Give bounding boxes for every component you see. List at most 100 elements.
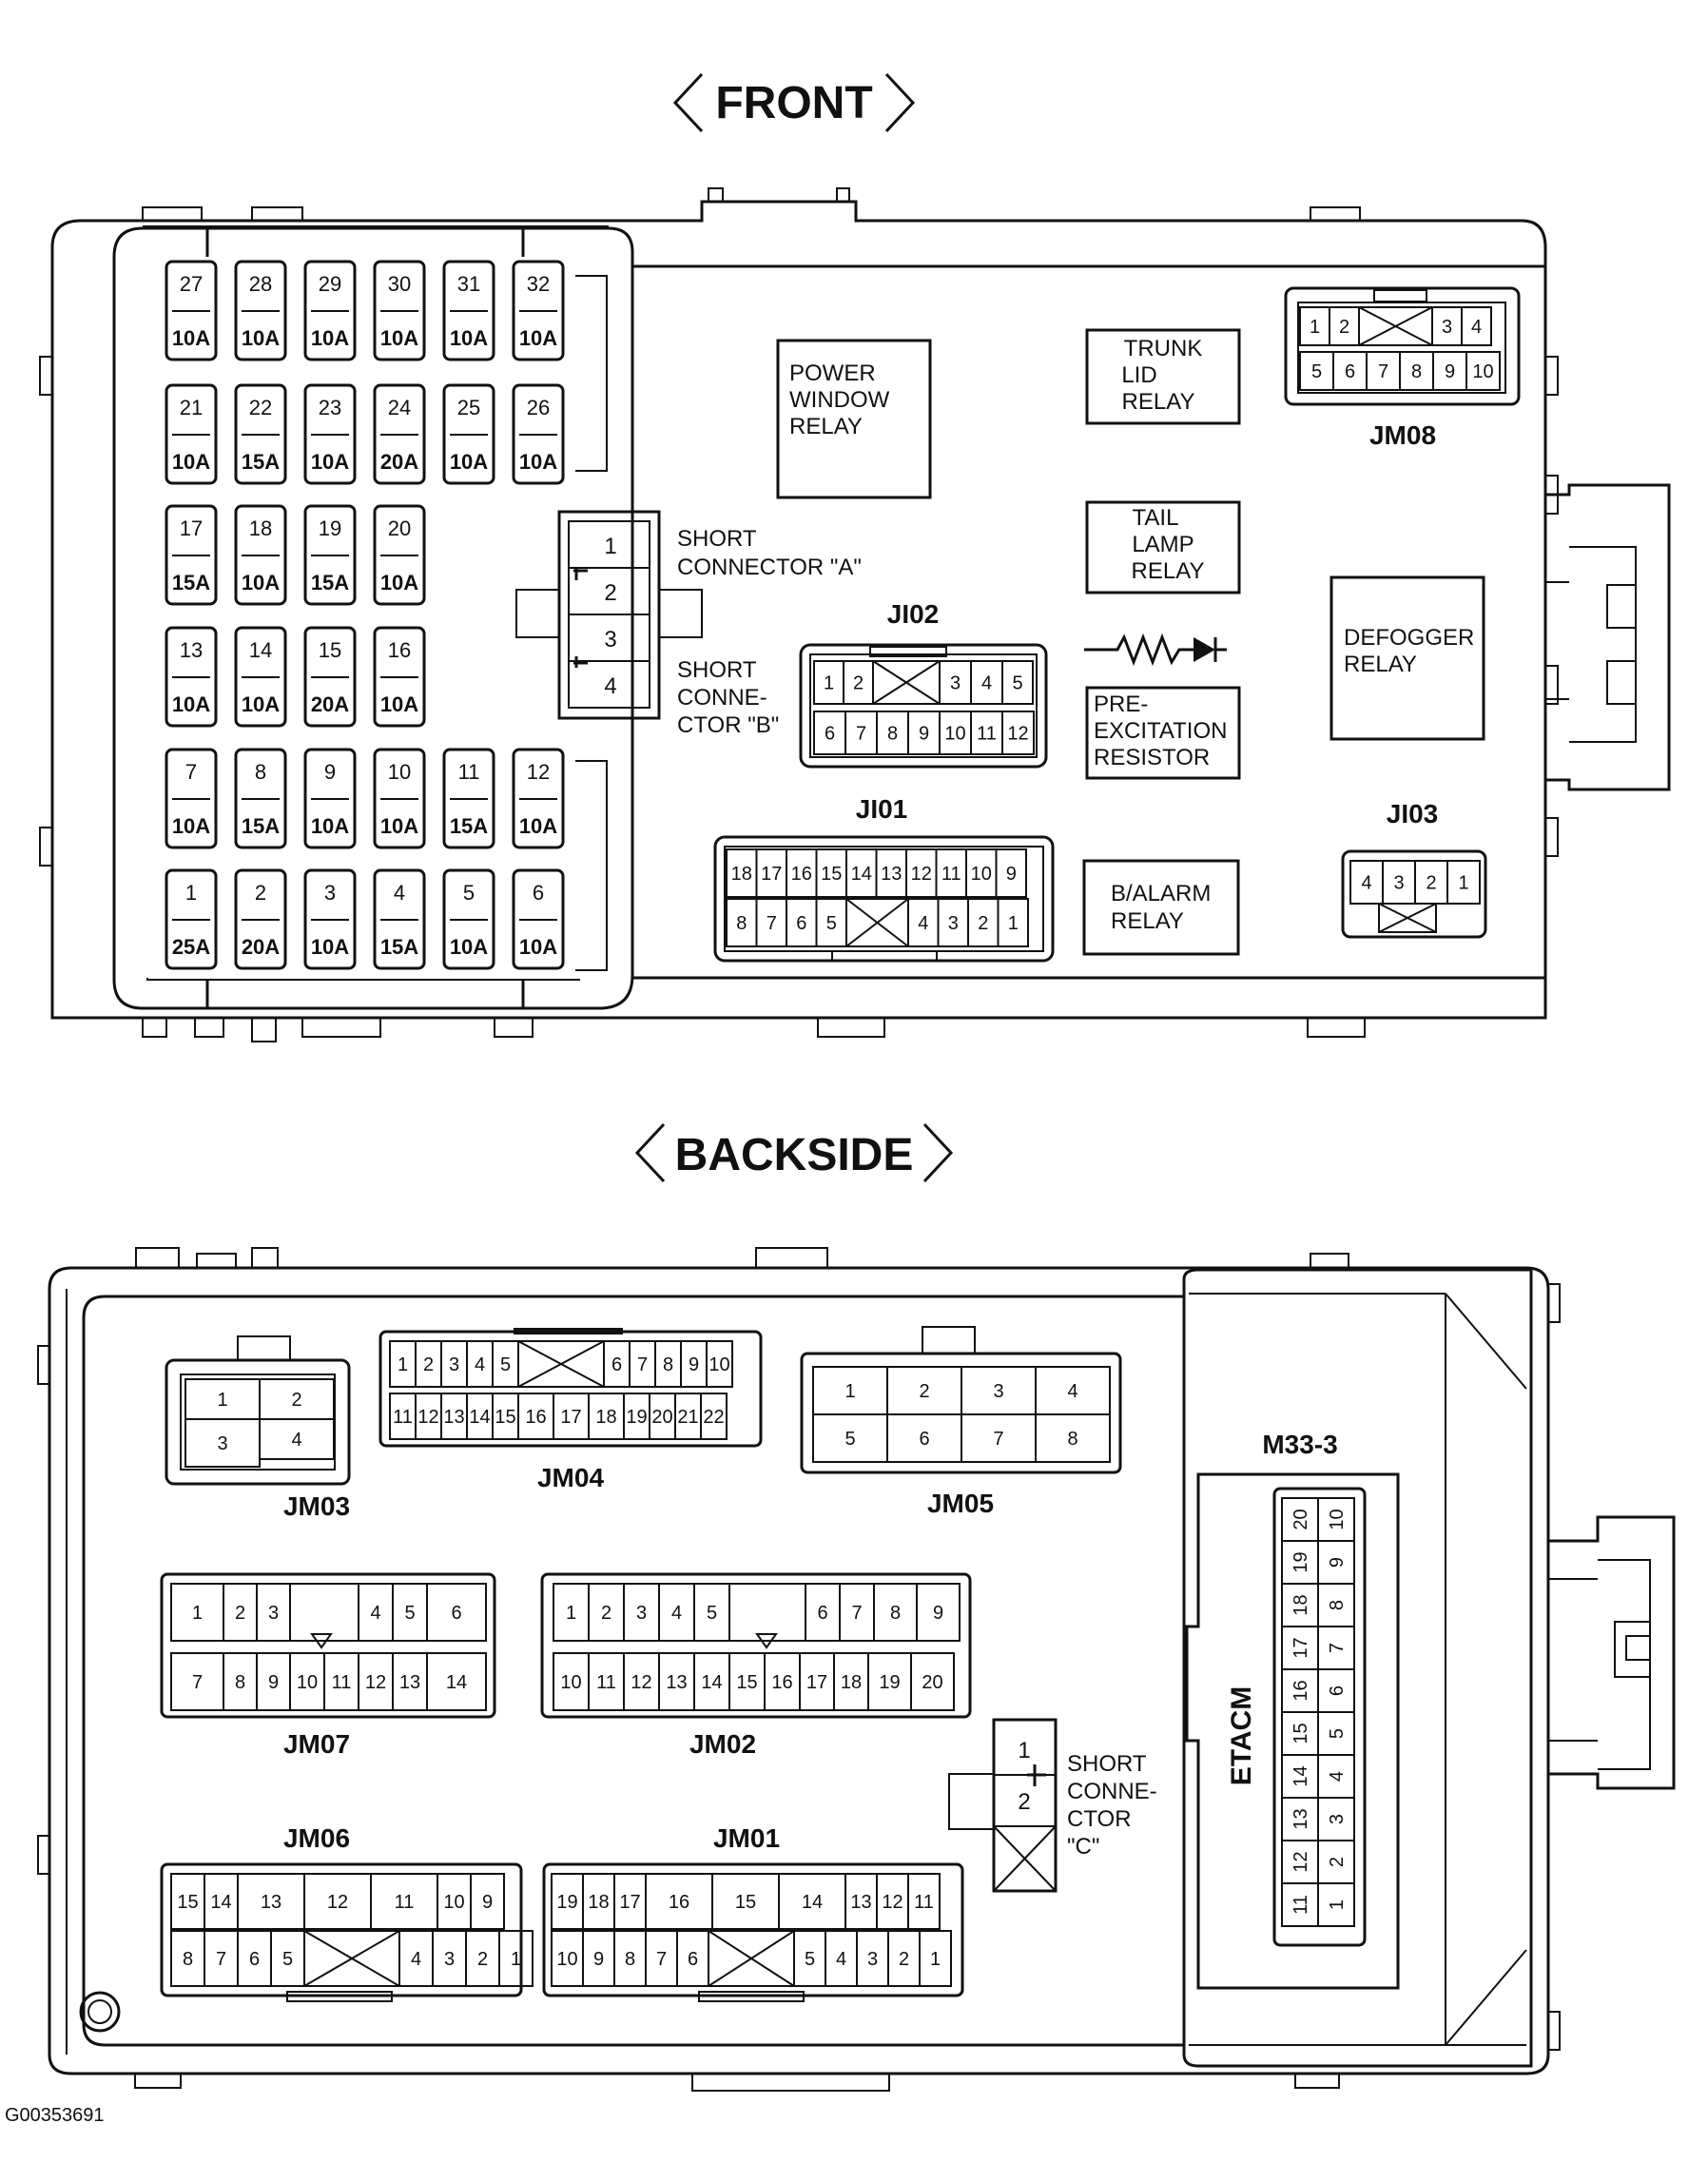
pin-number: 19	[879, 1672, 900, 1693]
pin-number: 18	[588, 1892, 609, 1913]
fuse-number: 5	[463, 881, 475, 905]
fuse-30[interactable]: 30 10A	[373, 260, 426, 361]
pin-number: 8	[1327, 1600, 1348, 1610]
fuse-number: 27	[180, 272, 203, 296]
fuse-amperage: 10A	[311, 935, 349, 959]
pin-number: 18	[1291, 1594, 1311, 1615]
pin-number: 13	[850, 1892, 871, 1913]
pin-number: 15	[821, 864, 842, 885]
pin-cavity	[1317, 1882, 1355, 1927]
pin-number: 7	[1327, 1643, 1348, 1653]
fuse-body	[234, 868, 287, 970]
pin-number: 21	[677, 1407, 698, 1428]
fuse-amperage: 15A	[450, 814, 488, 838]
pin-number: 11	[395, 1892, 415, 1913]
ji01-label: JI01	[856, 794, 908, 824]
pin-number: 5	[707, 1603, 717, 1624]
pin-number: 8	[736, 913, 747, 934]
pin-number: 6	[817, 1603, 827, 1624]
pin-number: 10	[1472, 361, 1493, 382]
m33-3-label: M33-3	[1262, 1430, 1337, 1459]
fuse-number: 10	[388, 760, 411, 784]
fuse-body	[512, 748, 565, 849]
pin-number: 3	[268, 1603, 279, 1624]
pin-number: 4	[291, 1430, 301, 1451]
etacm-label: ETACM	[1226, 1686, 1257, 1785]
pin-number: 3	[1393, 873, 1404, 894]
pin-number: 10	[1327, 1509, 1348, 1529]
fuse-number: 16	[388, 638, 411, 662]
fuse-body	[373, 383, 426, 485]
pin-number: 3	[1327, 1814, 1348, 1824]
fuse-body	[512, 868, 565, 970]
fuse-number: 23	[319, 396, 341, 419]
fuse-number: 30	[388, 272, 411, 296]
pin-cavity	[916, 1583, 961, 1642]
pin-number: 4	[918, 913, 928, 934]
pin-number: 3	[948, 913, 959, 934]
pin-number: 2	[1327, 1857, 1348, 1867]
pin-number: 5	[844, 1429, 855, 1450]
pin-number: 17	[619, 1892, 640, 1913]
pin-number: 15	[735, 1892, 756, 1913]
pin-number: 9	[1327, 1557, 1348, 1568]
pin-cavity	[995, 848, 1027, 898]
pin-cavity	[1035, 1413, 1111, 1463]
pin-number: 2	[919, 1381, 929, 1402]
fuse-amperage: 15A	[380, 935, 418, 959]
fuse-4[interactable]: 4 15A	[373, 868, 426, 970]
fuse-number: 18	[249, 516, 272, 540]
pin-number: 15	[177, 1892, 198, 1913]
pin-cavity	[259, 1418, 335, 1460]
pin-cavity	[426, 1583, 487, 1642]
relay-label: RELAY	[1111, 908, 1184, 934]
pin-number: 2	[853, 673, 864, 694]
pin-number: 13	[261, 1892, 281, 1913]
fuse-amperage: 10A	[311, 326, 349, 350]
jm06-label: JM06	[283, 1823, 350, 1853]
pin-number: 9	[593, 1949, 604, 1970]
pin-number: 9	[482, 1892, 493, 1913]
pin-number: 1	[1458, 873, 1468, 894]
fuse-amperage: 10A	[380, 326, 418, 350]
pin-number: 6	[1327, 1685, 1348, 1696]
relay-label: B/ALARM	[1111, 881, 1211, 906]
fuse-number: 4	[394, 881, 405, 905]
pin-number: 12	[882, 1892, 903, 1913]
fuse-amperage: 10A	[519, 326, 557, 350]
fuse-amperage: 20A	[380, 450, 418, 474]
